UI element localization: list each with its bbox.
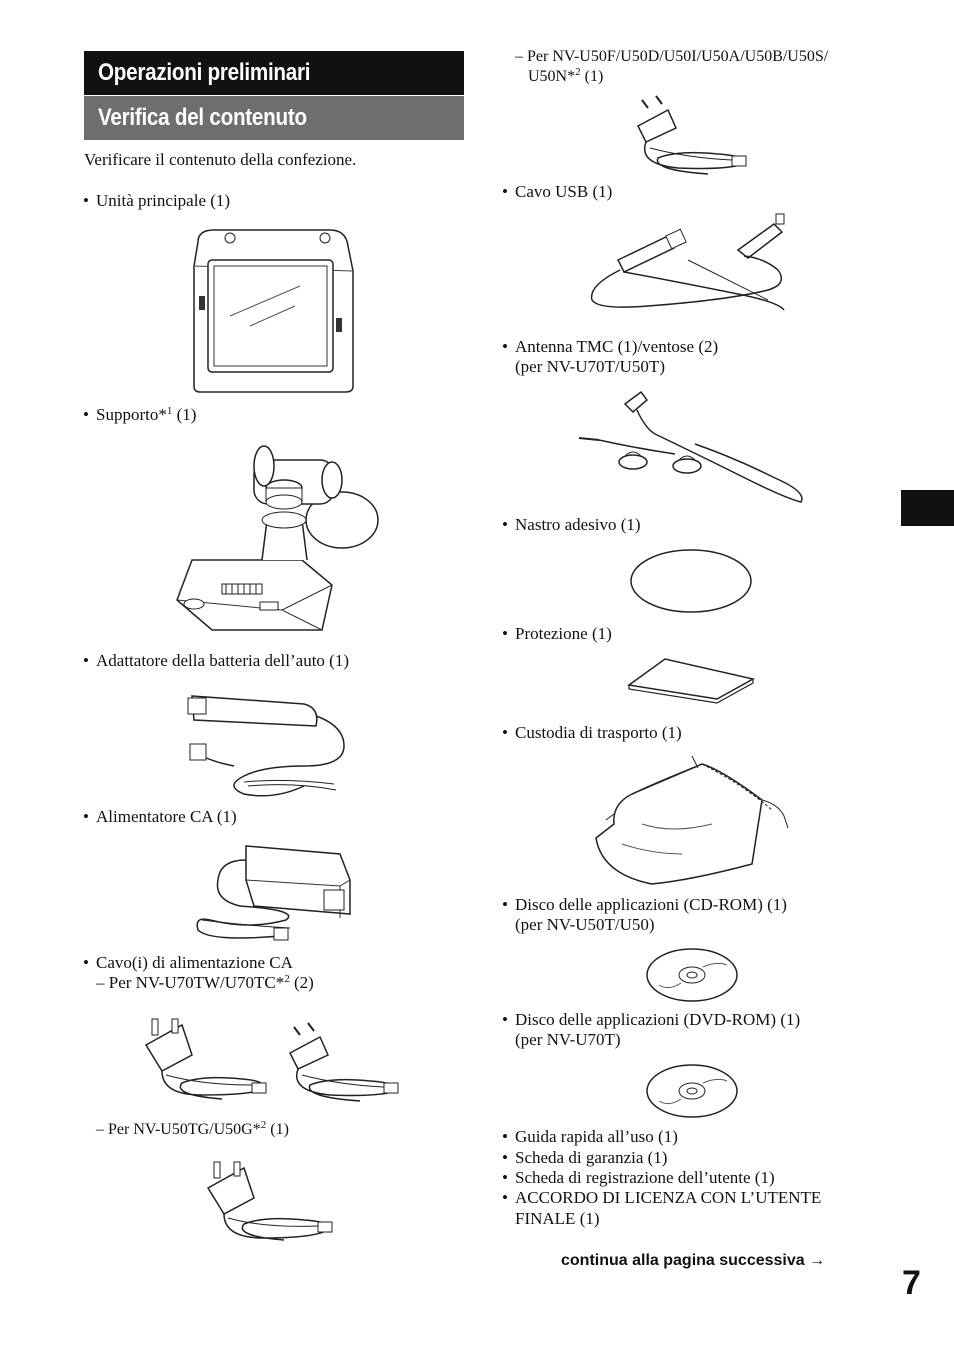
adhesive-disc-illustration	[628, 546, 754, 616]
section-title: Operazioni preliminari	[84, 51, 464, 95]
carrying-case-illustration	[592, 754, 792, 889]
item-tmc-antenna: Antenna TMC (1)/ventose (2)	[502, 337, 718, 358]
doc-warranty: Scheda di garanzia (1)	[502, 1148, 667, 1169]
cradle-illustration	[172, 440, 382, 640]
item-adhesive-tape: Nastro adesivo (1)	[502, 515, 641, 536]
dvdrom-disc-illustration	[645, 1063, 739, 1119]
doc-quick-guide: Guida rapida all’uso (1)	[502, 1127, 678, 1148]
item-protection: Protezione (1)	[502, 624, 612, 645]
item-ac-cords: Cavo(i) di alimentazione CA	[83, 953, 293, 974]
item-ac-adapter: Alimentatore CA (1)	[83, 807, 237, 828]
doc-eula: ACCORDO DI LICENZA CON L’UTENTE	[502, 1188, 821, 1209]
cord-f-line2: U50N*2 (1)	[528, 66, 604, 85]
item-usb-cable: Cavo USB (1)	[502, 182, 612, 203]
ac-adapter-illustration	[190, 840, 355, 945]
uk-cord-single-illustration	[204, 1158, 339, 1243]
dvdrom-models: (per NV-U70T)	[515, 1030, 621, 1049]
page-number: 7	[902, 1264, 921, 1302]
tmc-antenna-illustration	[575, 388, 805, 510]
item-car-adapter: Adattatore della batteria dell’auto (1)	[83, 651, 349, 672]
doc-registration: Scheda di registrazione dell’utente (1)	[502, 1168, 775, 1189]
cord-tw-label: – Per NV-U70TW/U70TC*2 (2)	[96, 973, 314, 992]
main-unit-illustration	[190, 226, 355, 396]
item-dvdrom: Disco delle applicazioni (DVD-ROM) (1)	[502, 1010, 800, 1031]
protection-sheet-illustration	[625, 655, 757, 703]
doc-eula-cont: FINALE (1)	[515, 1209, 600, 1228]
item-cradle: Supporto*1 (1)	[83, 405, 196, 428]
cord-tg-label: – Per NV-U50TG/U50G*2 (1)	[96, 1119, 289, 1138]
car-adapter-illustration	[184, 686, 359, 801]
eu-cord-f-illustration	[628, 98, 753, 178]
section-subtitle: Verifica del contenuto	[84, 96, 464, 140]
continue-note: continua alla pagina successiva →	[561, 1252, 826, 1269]
uk-cord-illustration	[142, 1015, 272, 1105]
cord-f-line1: – Per NV-U50F/U50D/U50I/U50A/U50B/U50S/	[515, 48, 829, 65]
tmc-models: (per NV-U70T/U50T)	[515, 357, 665, 376]
item-main-unit: Unità principale (1)	[83, 191, 230, 212]
usb-cable-illustration	[588, 210, 788, 320]
item-cdrom: Disco delle applicazioni (CD-ROM) (1)	[502, 895, 787, 916]
section-tab-marker	[901, 490, 954, 526]
eu-cord-illustration	[280, 1025, 405, 1105]
cdrom-models: (per NV-U50T/U50)	[515, 915, 655, 934]
cdrom-disc-illustration	[645, 947, 739, 1003]
intro-text: Verificare il contenuto della confezione…	[84, 150, 357, 169]
item-carrying-case: Custodia di trasporto (1)	[502, 723, 682, 744]
right-arrow-icon: →	[809, 1252, 826, 1269]
